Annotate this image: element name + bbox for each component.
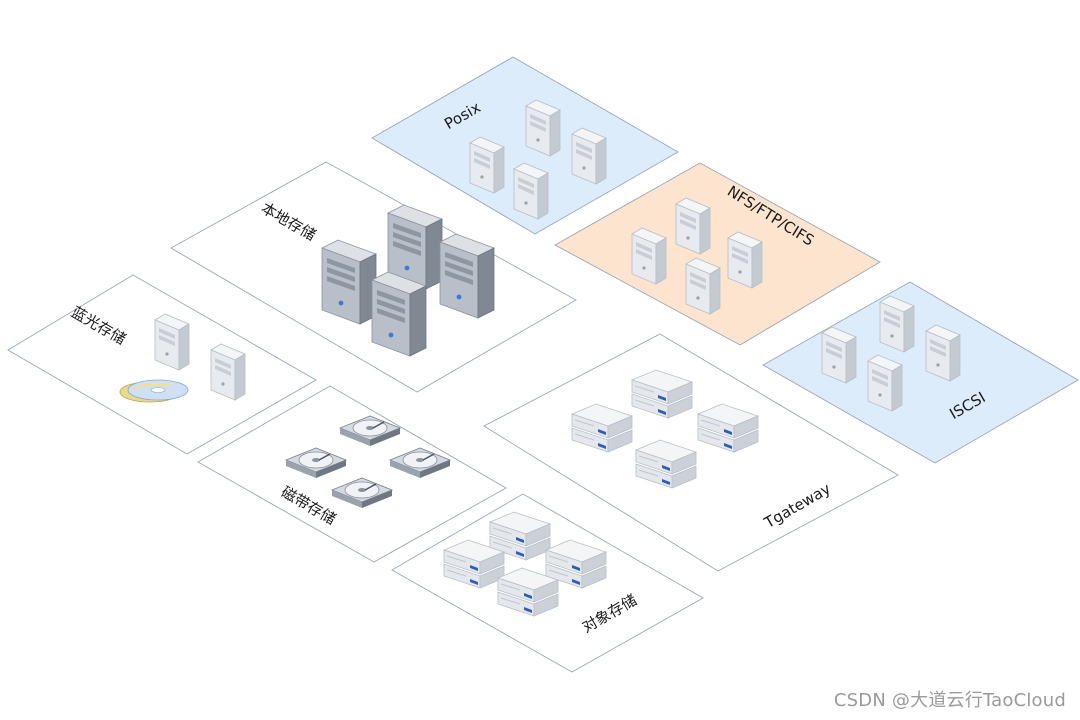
tower-server-icon	[154, 313, 190, 371]
panel-nfs	[554, 162, 881, 346]
rack-tower-server-icon	[371, 271, 427, 357]
watermark: CSDN @大道云行TaoCloud	[833, 690, 1066, 711]
tower-server-icon	[925, 324, 961, 382]
tower-server-icon	[525, 99, 561, 157]
tower-server-icon	[879, 295, 915, 353]
panel-bluray	[7, 274, 317, 455]
tower-server-icon	[685, 257, 721, 315]
tower-server-icon	[469, 136, 505, 194]
rack-tower-server-icon	[439, 233, 495, 319]
tower-server-icon	[631, 227, 667, 285]
tower-server-icon	[675, 197, 711, 255]
panel-posix	[371, 56, 679, 235]
tower-server-icon	[210, 343, 246, 401]
tower-server-icon	[727, 231, 763, 289]
tower-server-icon	[513, 162, 549, 220]
panel-tape	[197, 385, 507, 563]
icons-layer	[119, 99, 961, 617]
tower-server-icon	[571, 127, 607, 185]
tower-server-icon	[867, 354, 903, 412]
panel-iscsi	[762, 281, 1079, 464]
optical-disc-icon	[119, 379, 189, 403]
tower-server-icon	[821, 326, 857, 384]
rack-tower-server-icon	[321, 239, 377, 325]
